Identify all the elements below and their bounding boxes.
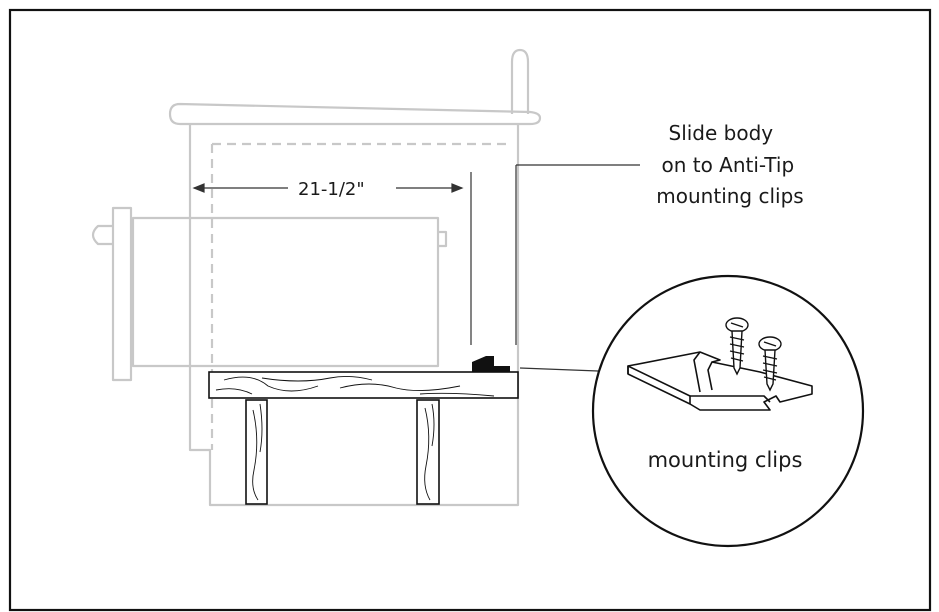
- callout-line-1: Slide body: [669, 121, 774, 145]
- range-outline: [91, 48, 542, 507]
- screw-icon: [758, 336, 782, 392]
- wood-legs: [245, 399, 440, 505]
- inset-label: mounting clips: [648, 448, 803, 472]
- callout-line-3: mounting clips: [656, 184, 803, 208]
- mounting-clip-drawing: [627, 351, 813, 411]
- diagram-border: [8, 8, 932, 612]
- screw-icon: [725, 317, 749, 376]
- inset-leader: [519, 367, 599, 372]
- dimension-line: [192, 164, 640, 345]
- inset-circle: [591, 274, 865, 548]
- callout-line-2: on to Anti-Tip: [661, 153, 794, 177]
- anti-tip-bracket: [472, 356, 510, 372]
- wood-board: [208, 371, 519, 399]
- callout-text: Slide body on to Anti-Tip mounting clips: [656, 121, 803, 208]
- dimension-label: 21-1/2": [298, 179, 365, 200]
